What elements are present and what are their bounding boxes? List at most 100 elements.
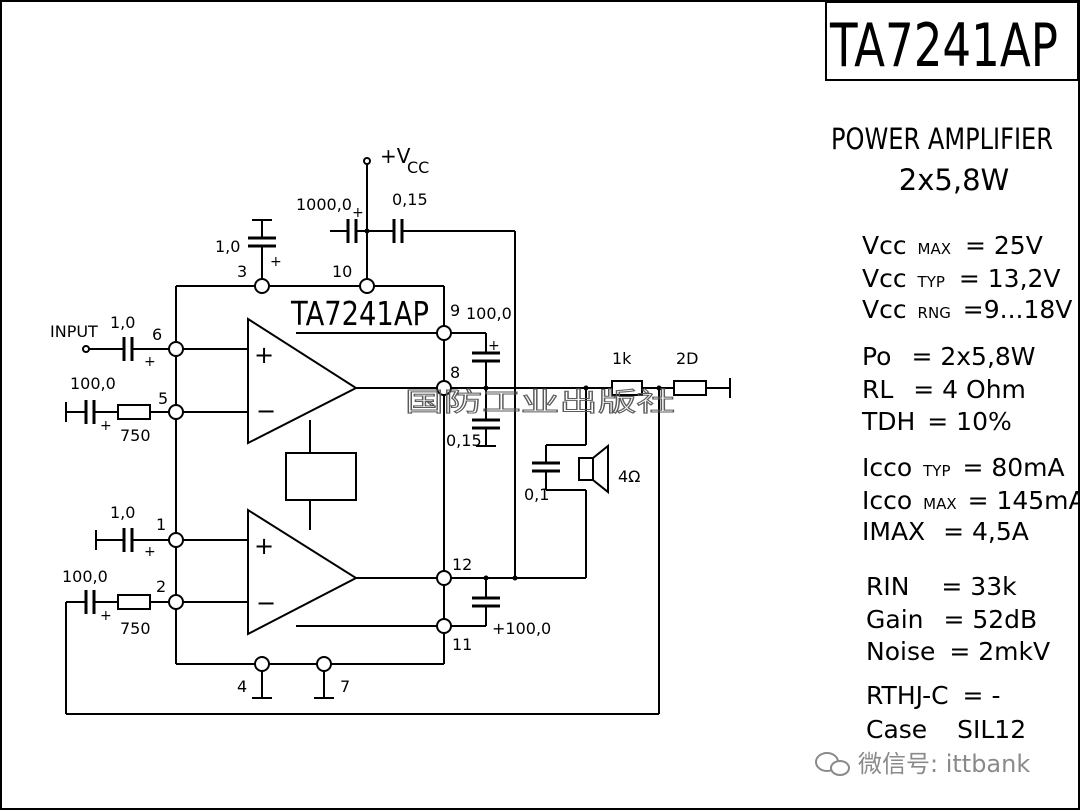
pin-1	[168, 532, 184, 548]
pin3-capacitor: 1,0 +	[215, 219, 282, 286]
publisher-watermark: 国防工业出版社	[405, 388, 675, 418]
spec-heading: POWER AMPLIFIER	[831, 122, 1053, 156]
amplifier-upper: + −	[176, 317, 444, 445]
pin-7	[316, 656, 332, 672]
vcc-label: +V	[380, 144, 411, 168]
input-lower: 1,0 +	[95, 503, 176, 560]
input-terminal	[82, 345, 90, 353]
spec-panel: POWER AMPLIFIER 2x5,8W Vcc MAX = 25V Vcc…	[831, 122, 1080, 744]
c-bootstrap-top-value: 100,0	[466, 304, 512, 323]
opamp-lower-plus: +	[254, 532, 274, 560]
c-bootstrap-bot-value: +100,0	[492, 619, 551, 638]
spec-icco-typ: Icco TYP = 80mA	[862, 453, 1065, 482]
spec-vcc-typ: Vcc TYP = 13,2V	[862, 264, 1061, 293]
pin-label-6: 6	[152, 325, 162, 344]
amplifier-lower: + −	[176, 508, 444, 636]
speaker-value: 4Ω	[618, 467, 640, 486]
speaker-load: 4Ω 0,1	[524, 443, 640, 504]
spec-value: = 25V	[965, 231, 1043, 260]
bias-block	[285, 452, 357, 501]
spec-gain: Gain = 52dB	[866, 605, 1037, 634]
pin-6	[168, 341, 184, 357]
pin-label-4: 4	[237, 677, 247, 696]
vcc-subscript: CC	[407, 158, 429, 177]
footer-wechat: 微信号: ittbank	[815, 750, 1030, 778]
pin-9	[436, 325, 452, 341]
spec-value: SIL12	[957, 715, 1026, 744]
pin-11	[436, 618, 452, 634]
svg-text:+: +	[100, 608, 112, 624]
c-zobel-value: 0,1	[524, 485, 549, 504]
pin-numbers: 6 5 1 2 3 10 9 8 12 11 4 7	[152, 262, 472, 696]
pin-label-3: 3	[237, 262, 247, 281]
output-film-cap: 0,15	[446, 388, 500, 450]
svg-text:+: +	[100, 418, 112, 434]
svg-text:+: +	[270, 254, 282, 270]
spec-rin: RIN = 33k	[866, 572, 1017, 601]
wechat-id: 微信号: ittbank	[858, 750, 1030, 778]
opamp-lower-minus: −	[256, 589, 276, 617]
pin-label-8: 8	[450, 363, 460, 382]
bootstrap-lower: +100,0	[444, 578, 551, 638]
r-1k-value: 1k	[612, 349, 632, 368]
spec-icco-max: Icco MAX = 145mA	[862, 486, 1080, 515]
svg-text:+: +	[144, 354, 156, 370]
spec-value: = 2mkV	[949, 637, 1050, 666]
pin-label-12: 12	[452, 555, 472, 574]
c-supply-film-value: 0,15	[392, 190, 428, 209]
resistor-750-upper	[117, 404, 151, 420]
spec-symbol: TDH	[861, 407, 915, 436]
pin-8	[436, 380, 452, 396]
spec-symbol: IMAX	[862, 517, 925, 546]
spec-vcc-max: Vcc MAX = 25V	[862, 231, 1043, 260]
spec-rthjc: RTHJ-C = -	[866, 681, 1000, 710]
spec-value: = 33k	[941, 572, 1017, 601]
spec-case: Case SIL12	[866, 715, 1026, 744]
title-block: TA7241AP	[825, 1, 1079, 81]
spec-subscript: TYP	[917, 273, 945, 291]
spec-value: = 10%	[927, 407, 1011, 436]
pin-2	[168, 594, 184, 610]
spec-symbol: Icco	[862, 453, 912, 482]
output-network: 1k 2D	[444, 349, 731, 581]
opamp-lower	[247, 508, 359, 636]
opamp-upper-plus: +	[254, 341, 274, 369]
spec-symbol: Case	[866, 715, 927, 744]
spec-vcc-rng: Vcc RNG =9...18V	[862, 295, 1072, 324]
spec-symbol: Gain	[866, 605, 923, 634]
pin-label-9: 9	[450, 301, 460, 320]
bootstrap-upper: 100,0 +	[444, 304, 512, 388]
spec-subscript: MAX	[918, 240, 951, 258]
c-input-bot-value: 1,0	[110, 503, 135, 522]
spec-symbol: Po	[862, 342, 891, 371]
spec-tdh: TDH = 10%	[861, 407, 1012, 436]
feedback-lower: 100,0 + 750	[62, 388, 660, 715]
r-fb-top-value: 750	[120, 426, 151, 445]
schematic: TA7241AP + − + − +V CC	[50, 144, 731, 715]
resistor-2d	[673, 380, 707, 396]
feedback-upper: 100,0 + 750	[65, 374, 176, 445]
c-out-film-value: 0,15	[446, 431, 482, 450]
c-input-top-value: 1,0	[110, 313, 135, 332]
c-fb-top-value: 100,0	[70, 374, 116, 393]
pin-3	[254, 278, 270, 294]
spec-value: = 13,2V	[959, 264, 1061, 293]
spec-subheading: 2x5,8W	[899, 163, 1009, 197]
spec-value: = 80mA	[962, 453, 1064, 482]
opamp-upper	[247, 317, 359, 445]
spec-value: = 145mA	[968, 486, 1080, 515]
spec-symbol: Vcc	[862, 231, 907, 260]
pin-label-5: 5	[158, 389, 168, 408]
spec-value: =9...18V	[963, 295, 1073, 324]
spec-value: = 4,5A	[943, 517, 1029, 546]
spec-subscript: RNG	[918, 304, 951, 322]
pin-label-10: 10	[332, 262, 352, 281]
r-fb-bot-value: 750	[120, 619, 151, 638]
pin-12	[436, 570, 452, 586]
spec-symbol: Vcc	[862, 295, 907, 324]
pin-label-1: 1	[156, 515, 166, 534]
supply-rail: +V CC 1000,0 + 0,15	[296, 144, 516, 578]
title-box	[825, 1, 1079, 81]
